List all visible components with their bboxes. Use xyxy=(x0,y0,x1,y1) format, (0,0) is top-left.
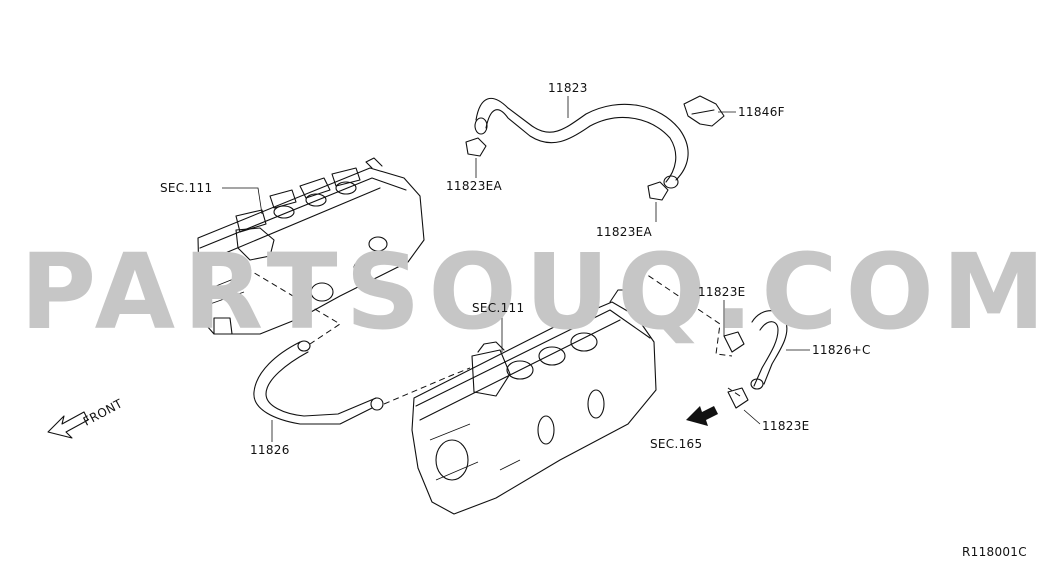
connection-lines xyxy=(245,267,741,405)
hose-11826-c xyxy=(750,310,788,390)
label-section-upper: SEC.111 xyxy=(160,181,212,195)
leader-lines xyxy=(222,96,810,442)
diagram-code: R118001C xyxy=(962,545,1027,559)
clamps-11823ea xyxy=(465,137,669,201)
label-clamp-upper-left: 11823EA xyxy=(446,179,503,193)
hose-11823 xyxy=(474,97,689,189)
upper-cylinder-head xyxy=(197,157,425,335)
label-clamp-11846f: 11846F xyxy=(738,105,785,119)
hose-11826 xyxy=(253,340,384,425)
clamp-11846f xyxy=(683,95,725,127)
label-hose-right: 11826+C xyxy=(812,343,871,357)
sec165-arrow-icon xyxy=(686,406,718,426)
lower-cylinder-head xyxy=(411,289,657,515)
front-arrow-icon xyxy=(47,411,89,439)
label-section-lower: SEC.111 xyxy=(472,301,524,315)
label-front: FRONT xyxy=(81,396,125,428)
clamps-11823e xyxy=(723,331,749,409)
label-hose-lower: 11826 xyxy=(250,443,290,457)
label-clamp-right-top: 11823E xyxy=(698,285,746,299)
label-clamp-right-bottom: 11823E xyxy=(762,419,810,433)
label-hose-upper: 11823 xyxy=(548,81,588,95)
watermark: PARTSOUQ.COM xyxy=(20,231,1045,353)
label-clamp-upper-mid: 11823EA xyxy=(596,225,653,239)
label-section-bottom: SEC.165 xyxy=(650,437,702,451)
